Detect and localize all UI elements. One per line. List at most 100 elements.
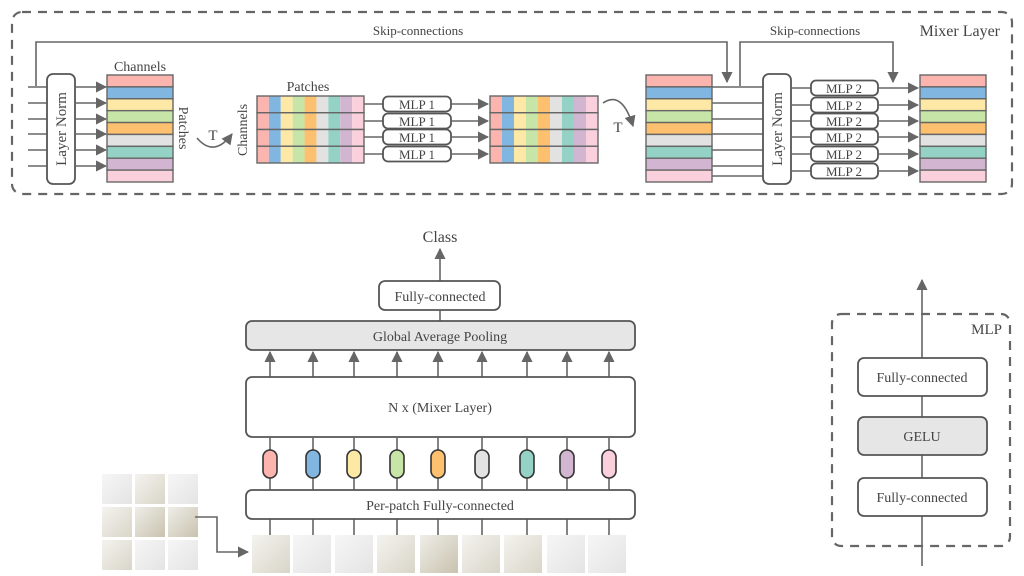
table-row-cell (645, 98, 713, 112)
mlp2-label: MLP 2 (826, 114, 862, 129)
mlp-gelu-label: GELU (903, 430, 940, 445)
input-token-lines (28, 86, 47, 167)
table-cell (304, 96, 317, 113)
table-cell (490, 146, 502, 163)
mlp2-label: MLP 2 (826, 147, 862, 162)
table-cell (502, 129, 514, 147)
per-patch-fully-connected-label: Per-patch Fully-connected (366, 499, 514, 514)
table-row-cell (645, 74, 713, 88)
token-table-transposed (256, 95, 365, 164)
transpose-2-label: T (613, 120, 622, 136)
mixer-layer-title: Mixer Layer (920, 23, 1001, 40)
per-patch-fully-connected-block (245, 489, 636, 520)
table-cell (502, 96, 514, 113)
table-row-cell (106, 157, 174, 171)
table-cell (514, 96, 526, 113)
table-row-cell (919, 157, 987, 171)
layer-norm-2-block (762, 73, 792, 185)
table-cell (316, 96, 329, 113)
token-table-output (919, 74, 987, 183)
layer-norm-2-label: Layer Norm (770, 92, 786, 166)
table-cell (538, 96, 550, 113)
image-patch (588, 535, 626, 573)
mlp-title: MLP (971, 322, 1002, 338)
table-cell (340, 129, 353, 147)
table-cell (538, 112, 550, 130)
table-cell (257, 146, 269, 163)
mixer-layer-panel: Mixer Layer Skip-connections Skip-connec… (10, 10, 1014, 196)
table-cell (257, 129, 269, 147)
layer-norm-1-output-arrows (75, 81, 108, 172)
image-grid-patch (168, 474, 198, 504)
skip-connection-2-label: Skip-connections (770, 23, 860, 38)
class-label: Class (423, 229, 458, 246)
table-cell (550, 96, 562, 113)
table-cell (340, 112, 353, 130)
table-row-cell (919, 121, 987, 136)
channels-label-1: Channels (114, 60, 166, 75)
table-row-border (489, 145, 599, 164)
table-row-cell (106, 169, 174, 183)
image-patch (335, 535, 373, 573)
table-row-cell (106, 74, 174, 88)
image-patch (377, 535, 415, 573)
mixer-stack-block (245, 376, 636, 438)
table-cell (562, 112, 574, 130)
mlp1-label: MLP 1 (399, 97, 435, 112)
table-cell (280, 96, 293, 113)
mlp-fc-bottom-block (857, 477, 988, 517)
patch-token-embedding (519, 449, 535, 479)
mlp1-label: MLP 1 (399, 130, 435, 145)
table-cell (292, 146, 305, 163)
table-cell (352, 129, 364, 147)
table-cell (574, 96, 586, 113)
patches-label-1: Patches (175, 107, 190, 150)
table-row-cell (919, 98, 987, 112)
table-cell (292, 112, 305, 130)
table-cell (328, 96, 341, 113)
table-cell (550, 112, 562, 130)
image-grid-patch (102, 474, 132, 504)
table-cell (316, 129, 329, 147)
image-patch (420, 535, 458, 573)
main-architecture: Class Fully-connected Global Average Poo… (102, 229, 636, 573)
mlp-fc-top-block (857, 357, 988, 397)
transpose-2-arrow (602, 98, 636, 128)
table-cell (502, 146, 514, 163)
table-cell (352, 96, 364, 113)
image-patch (252, 535, 290, 573)
token-table-input (106, 74, 174, 183)
image-grid-patch (135, 540, 165, 570)
table-cell (268, 112, 281, 130)
table-cell (586, 96, 598, 113)
mlp2-label: MLP 2 (826, 130, 862, 145)
input-image-patch-grid (102, 474, 198, 570)
image-grid-patch (168, 540, 198, 570)
table-cell (340, 146, 353, 163)
transpose-1-arrow (196, 133, 233, 148)
table-cell (550, 146, 562, 163)
table-cell (514, 129, 526, 147)
table-row-cell (106, 98, 174, 112)
mixer-stack-label: N x (Mixer Layer) (388, 401, 492, 416)
transpose-1-label: T (208, 128, 217, 144)
table-cell (280, 146, 293, 163)
mlp2-label: MLP 2 (826, 98, 862, 113)
patch-token-embedding (559, 449, 575, 479)
mixer-layer-border (10, 10, 1014, 196)
table-cell (316, 112, 329, 130)
image-grid-patch (102, 507, 132, 537)
table-cell (304, 146, 317, 163)
patch-token-embedding (474, 449, 490, 479)
table-cell (586, 146, 598, 163)
patch-token-embedding (262, 449, 278, 479)
patch-embedding-tokens (262, 437, 617, 536)
skip-connection-1-label: Skip-connections (373, 23, 463, 38)
patch-grid-to-sequence-arrow (195, 516, 250, 558)
table-cell (574, 112, 586, 130)
mlp1-label: MLP 1 (399, 114, 435, 129)
table-cell (352, 146, 364, 163)
